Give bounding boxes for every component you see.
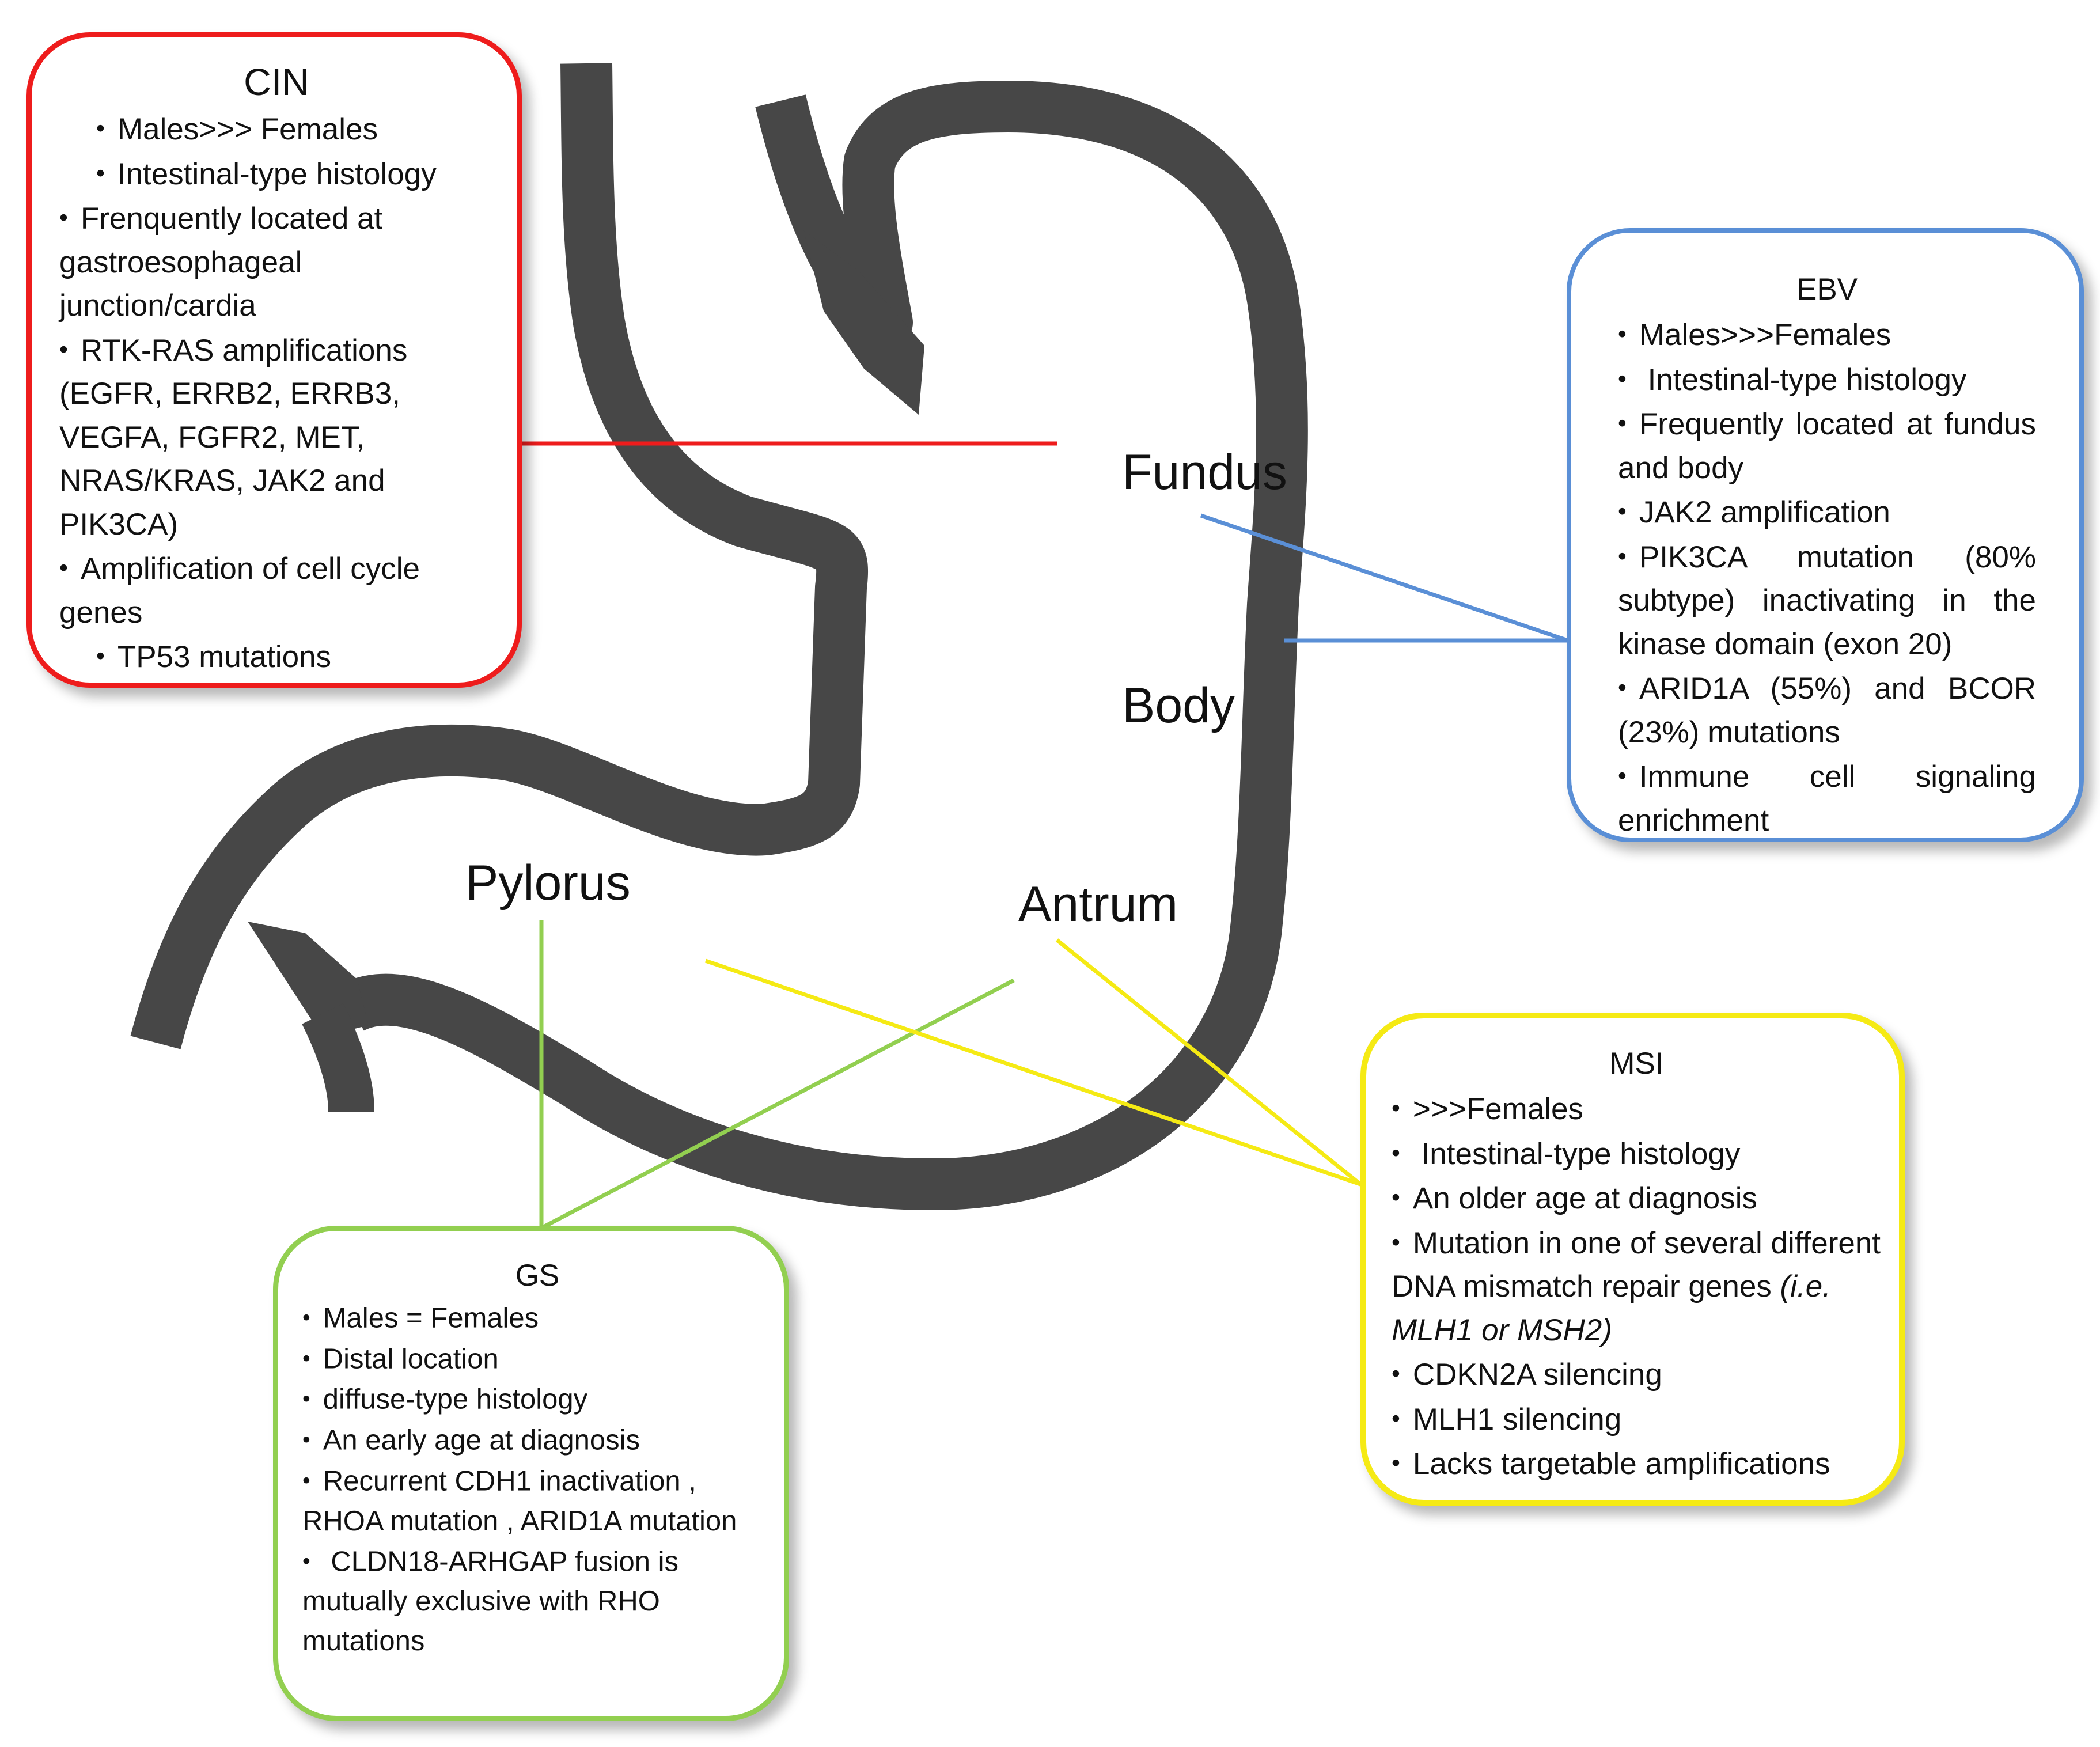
stomach-outline bbox=[302, 1003, 374, 1112]
list-item: CLDN18-ARHGAP fusion is mutually exclusi… bbox=[302, 1541, 772, 1662]
msi-box: MSI >>>Females Intestinal-type histology… bbox=[1360, 1013, 1905, 1506]
gs-title: GS bbox=[515, 1259, 560, 1293]
list-item: Distal location bbox=[302, 1339, 772, 1380]
list-item: Intestinal-type histology bbox=[1618, 357, 2036, 402]
gs-connector bbox=[540, 978, 1015, 1230]
list-item: Frequently located at fundus and body bbox=[1618, 401, 2036, 490]
list-item: TP53 mutations bbox=[96, 634, 494, 679]
list-item: Lacks targetable amplifications bbox=[1392, 1441, 1882, 1486]
list-item: Amplification of cell cycle genes bbox=[59, 546, 494, 634]
stomach-outline bbox=[803, 230, 924, 415]
list-item: Immune cell signaling enrichment bbox=[1618, 754, 2036, 842]
cin-title: CIN bbox=[244, 60, 309, 103]
fundus-label: Fundus bbox=[1122, 445, 1287, 500]
antrum-label: Antrum bbox=[1018, 877, 1178, 932]
list-item: An early age at diagnosis bbox=[302, 1420, 772, 1461]
ebv-list: Males>>>Females Intestinal-type histolog… bbox=[1618, 312, 2036, 843]
list-item: RTK-RAS amplifications (EGFR, ERRB2, ERR… bbox=[59, 328, 494, 547]
cin-list: Males>>> Females Intestinal-type histolo… bbox=[59, 107, 494, 679]
list-item-text: Mutation in one of several different DNA… bbox=[1392, 1226, 1881, 1304]
list-item: Mutation in one of several different DNA… bbox=[1392, 1221, 1882, 1352]
list-item: ARID1A (55%) and BCOR (23%) mutations bbox=[1618, 666, 2036, 754]
ebv-title: EBV bbox=[1796, 272, 1858, 306]
pylorus-label: Pylorus bbox=[465, 855, 631, 911]
msi-title: MSI bbox=[1609, 1047, 1664, 1081]
gene-examples: (i.e. MLH1 or MSH2) bbox=[1392, 1269, 1831, 1347]
ebv-box: EBV Males>>>Females Intestinal-type hist… bbox=[1567, 228, 2084, 842]
list-item: Males = Females bbox=[302, 1298, 772, 1339]
list-item: CDKN2A silencing bbox=[1392, 1352, 1882, 1397]
ebv-connector bbox=[1200, 513, 1569, 643]
list-item: Males>>>Females bbox=[1618, 312, 2036, 357]
stomach-outline bbox=[130, 63, 869, 1049]
stomach-outline bbox=[339, 81, 1308, 1210]
msi-connector bbox=[1055, 938, 1362, 1186]
msi-list: >>>Females Intestinal-type histology An … bbox=[1392, 1086, 1882, 1486]
list-item: Recurrent CDH1 inactivation , RHOA mutat… bbox=[302, 1461, 772, 1541]
list-item: Intestinal-type histology bbox=[1392, 1131, 1882, 1176]
list-item: >>>Females bbox=[1392, 1086, 1882, 1131]
cin-box: CIN Males>>> Females Intestinal-type his… bbox=[26, 32, 522, 688]
list-item: Males>>> Females bbox=[96, 107, 494, 151]
list-item: Intestinal-type histology bbox=[96, 151, 494, 196]
list-item: JAK2 amplification bbox=[1618, 490, 2036, 535]
list-item: diffuse-type histology bbox=[302, 1379, 772, 1420]
gs-list: Males = Females Distal location diffuse-… bbox=[302, 1298, 772, 1661]
gs-box: GS Males = Females Distal location diffu… bbox=[273, 1226, 789, 1721]
list-item: PIK3CA mutation (80% subtype) inactivati… bbox=[1618, 535, 2036, 666]
list-item: Frenquently located at gastroesophageal … bbox=[59, 196, 494, 328]
msi-connector bbox=[704, 958, 1362, 1187]
body-label: Body bbox=[1122, 678, 1235, 733]
list-item: MLH1 silencing bbox=[1392, 1397, 1882, 1442]
list-item: An older age at diagnosis bbox=[1392, 1176, 1882, 1221]
